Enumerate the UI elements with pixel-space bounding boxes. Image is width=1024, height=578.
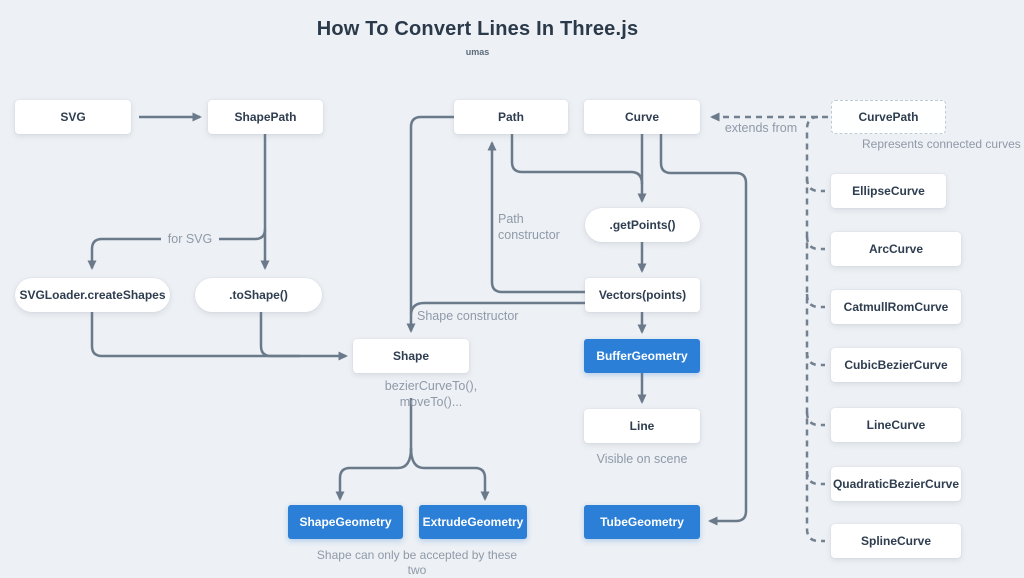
node-shapegeometry: ShapeGeometry: [288, 505, 403, 539]
page-subtitle: umas: [465, 47, 490, 57]
node-shapepath: ShapePath: [208, 100, 323, 134]
node-buffergeometry: BufferGeometry: [584, 339, 700, 373]
edge-path-shape: [406, 115, 454, 333]
label-bezier-methods: bezierCurveTo(), moveTo()...: [384, 379, 478, 409]
node-toshape: .toShape(): [195, 278, 322, 312]
label-path-constructor: Path constructor: [498, 212, 560, 242]
edge-vectors-shape: [409, 301, 585, 315]
node-shape: Shape: [353, 339, 469, 373]
node-svg: SVG: [15, 100, 131, 134]
node-extrudegeometry: ExtrudeGeometry: [419, 505, 527, 539]
edge-curve-tubegeometry: [659, 134, 748, 526]
node-arccurve: ArcCurve: [831, 232, 961, 266]
label-represents-connected-curves: Represents connected curves: [862, 137, 1021, 151]
node-curve: Curve: [584, 100, 700, 134]
node-catmullromcurve: CatmullRomCurve: [831, 290, 961, 324]
label-extends-from: extends from: [724, 121, 798, 135]
node-splinecurve: SplineCurve: [831, 524, 961, 558]
node-vectors-points: Vectors(points): [585, 278, 700, 312]
node-ellipsecurve: EllipseCurve: [831, 174, 946, 208]
page-title: How To Convert Lines In Three.js: [316, 18, 639, 40]
label-shape-accepted: Shape can only be accepted by these two: [316, 548, 518, 577]
node-curvepath: CurvePath: [831, 100, 946, 134]
node-svgloader-createshapes: SVGLoader.createShapes: [15, 278, 170, 312]
node-linecurve: LineCurve: [831, 408, 961, 442]
node-tubegeometry: TubeGeometry: [584, 505, 700, 539]
edge-svgloader-shape: [90, 312, 348, 361]
edge-shape-shapegeometry: [335, 447, 413, 501]
edge-shape-extrudegeometry: [409, 447, 490, 501]
node-cubicbeziercurve: CubicBezierCurve: [831, 348, 961, 382]
edge-vectors-path: [487, 141, 585, 294]
node-line: Line: [584, 409, 700, 443]
node-getpoints: .getPoints(): [585, 208, 700, 242]
label-for-svg: for SVG: [161, 232, 219, 248]
edge-curvepath-spine: [805, 115, 825, 543]
edge-shapepath-svgloader: [87, 228, 267, 270]
edge-toshape-merge: [259, 312, 300, 358]
node-quadraticbeziercurve: QuadraticBezierCurve: [831, 467, 961, 501]
label-shape-constructor: Shape constructor: [417, 309, 519, 323]
node-path: Path: [454, 100, 568, 134]
label-visible-on-scene: Visible on scene: [596, 452, 688, 466]
edge-path-getpoints-merge: [510, 134, 644, 185]
